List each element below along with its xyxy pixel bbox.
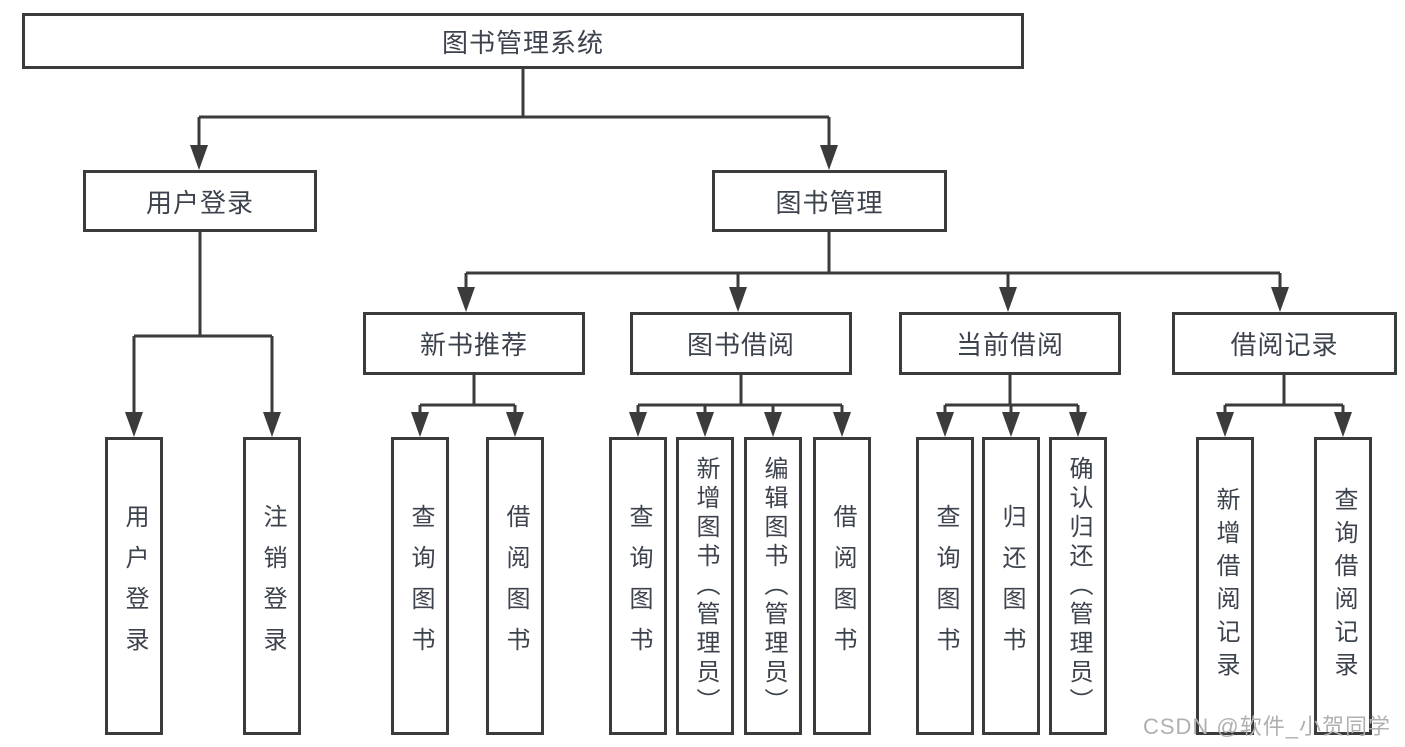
node-leaf-user-login: 用户登录: [105, 437, 163, 735]
node-cb-return-books: 归还图书: [982, 437, 1040, 735]
node-cb-query-books: 查询图书: [916, 437, 974, 735]
csdn-watermark: CSDN @软件_小贺同学: [1142, 714, 1391, 739]
node-book-management: 图书管理: [712, 170, 947, 232]
node-user-login: 用户登录: [83, 170, 317, 232]
node-nb-borrow-books: 借阅图书: [486, 437, 544, 735]
node-br-add-record: 新增借阅记录: [1196, 437, 1254, 735]
node-bb-query-books: 查询图书: [609, 437, 667, 735]
node-cb-confirm-return-admin: 确认归还（管理员）: [1049, 437, 1107, 735]
node-book-borrow: 图书借阅: [630, 312, 852, 375]
node-br-query-record: 查询借阅记录: [1314, 437, 1372, 735]
node-new-book-recommend: 新书推荐: [363, 312, 585, 375]
node-root: 图书管理系统: [22, 13, 1024, 69]
node-bb-add-books-admin: 新增图书（管理员）: [676, 437, 734, 735]
node-bb-edit-books-admin: 编辑图书（管理员）: [744, 437, 802, 735]
node-nb-query-books: 查询图书: [391, 437, 449, 735]
node-borrow-records: 借阅记录: [1172, 312, 1397, 375]
node-bb-borrow-books: 借阅图书: [813, 437, 871, 735]
node-leaf-logout: 注销登录: [243, 437, 301, 735]
node-current-borrow: 当前借阅: [899, 312, 1121, 375]
